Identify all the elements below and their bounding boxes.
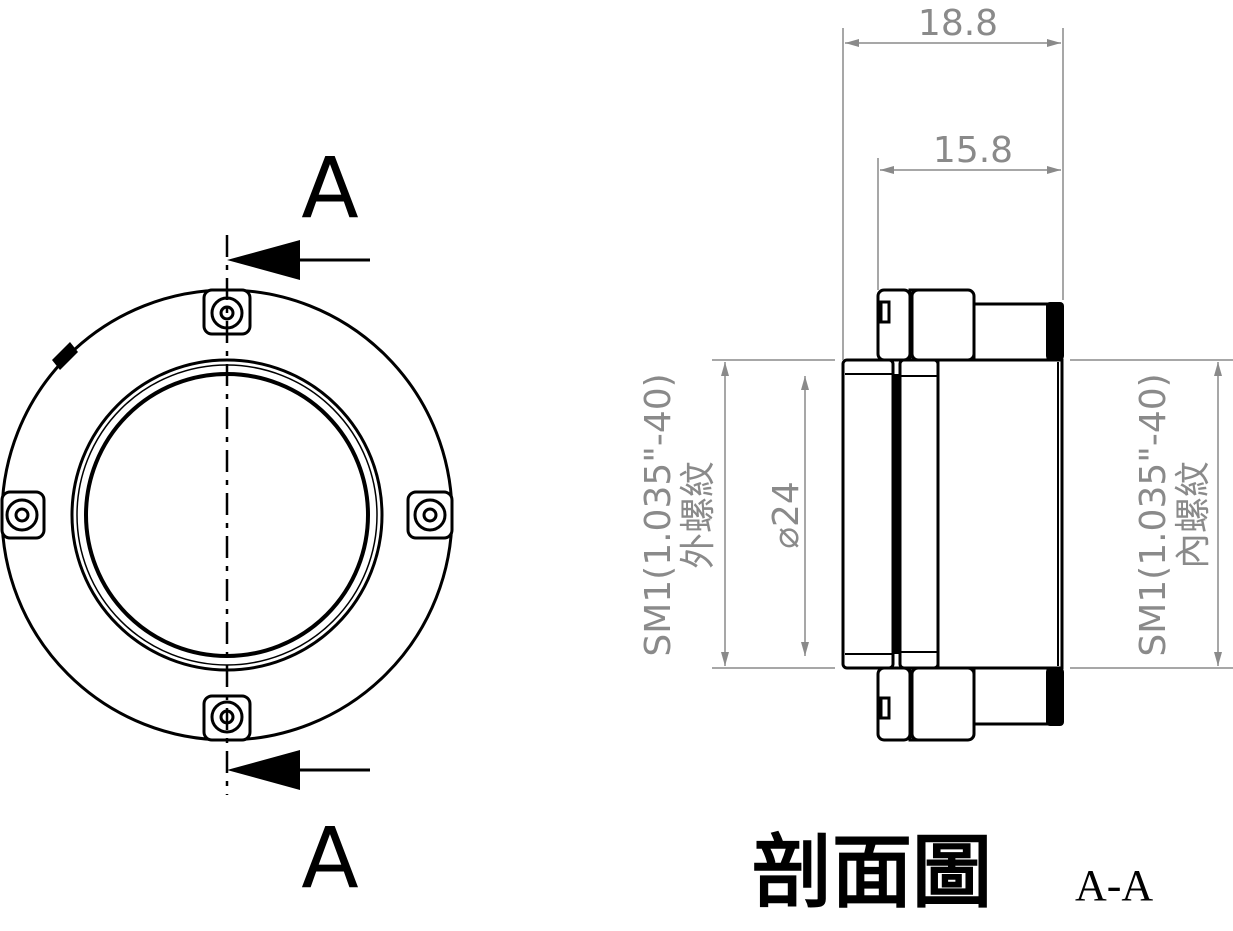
side-tab (52, 342, 78, 370)
dim-overall-length-text: 18.8 (918, 3, 998, 44)
section-view (841, 288, 1064, 742)
section-arrow-bottom (227, 750, 370, 790)
section-arrow-top (227, 240, 370, 280)
right-thread-type: 內螺紋 (1173, 461, 1214, 569)
female-thread-section (936, 358, 1064, 670)
screw-left (0, 490, 46, 540)
caption-title: 剖面圖 (752, 826, 992, 919)
right-thread-text: SM1(1.035"-40) (1133, 373, 1174, 656)
bore-diameter-text: ⌀24 (766, 481, 807, 548)
screw-right (406, 490, 454, 540)
dim-body-length-text: 15.8 (933, 130, 1013, 171)
left-thread-text: SM1(1.035"-40) (638, 373, 679, 656)
male-thread-section (841, 358, 895, 670)
dimensions: 18.8 15.8 SM1(1.035"-40) 外螺紋 ⌀24 SM1(1.0… (638, 3, 1233, 669)
front-view: A A (0, 139, 454, 907)
section-label-bottom: A (301, 809, 358, 907)
left-thread-type: 外螺紋 (678, 461, 719, 569)
section-label-top: A (301, 139, 358, 237)
caption-view: A-A (1075, 861, 1153, 910)
